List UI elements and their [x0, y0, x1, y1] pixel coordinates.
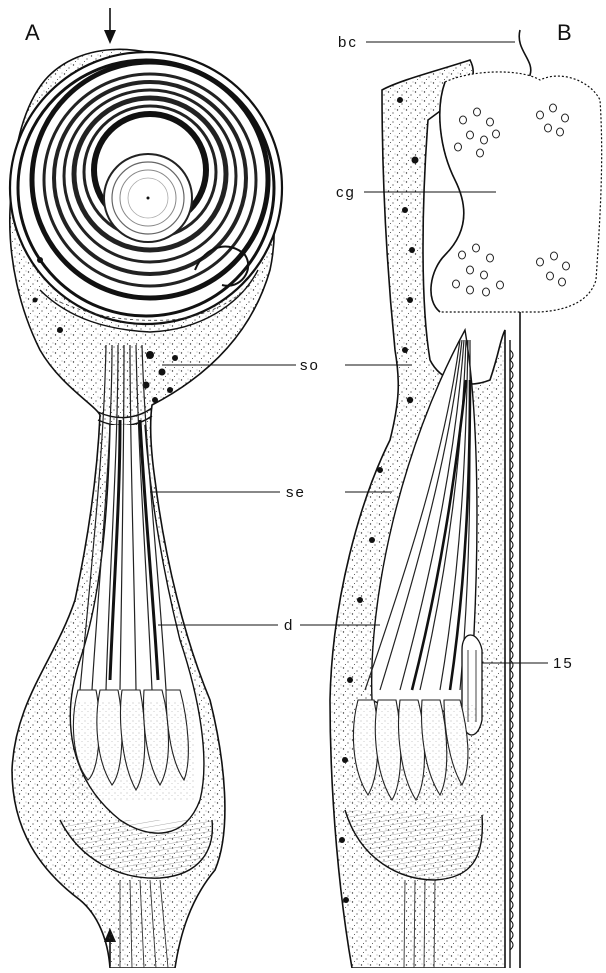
- panel-b-drawing: [330, 30, 602, 968]
- label-15: 15: [553, 655, 574, 672]
- cuticle-serration: [510, 350, 513, 950]
- panel-label-a: A: [25, 20, 40, 45]
- label-cg: cg: [336, 184, 356, 201]
- label-d: d: [284, 617, 294, 634]
- arrow-down-icon: [104, 8, 116, 44]
- panel-label-b: B: [557, 20, 572, 45]
- label-se: se: [286, 484, 306, 501]
- label-bc: bc: [338, 34, 358, 51]
- label-so: so: [300, 357, 320, 374]
- panel-a-drawing: [10, 8, 282, 968]
